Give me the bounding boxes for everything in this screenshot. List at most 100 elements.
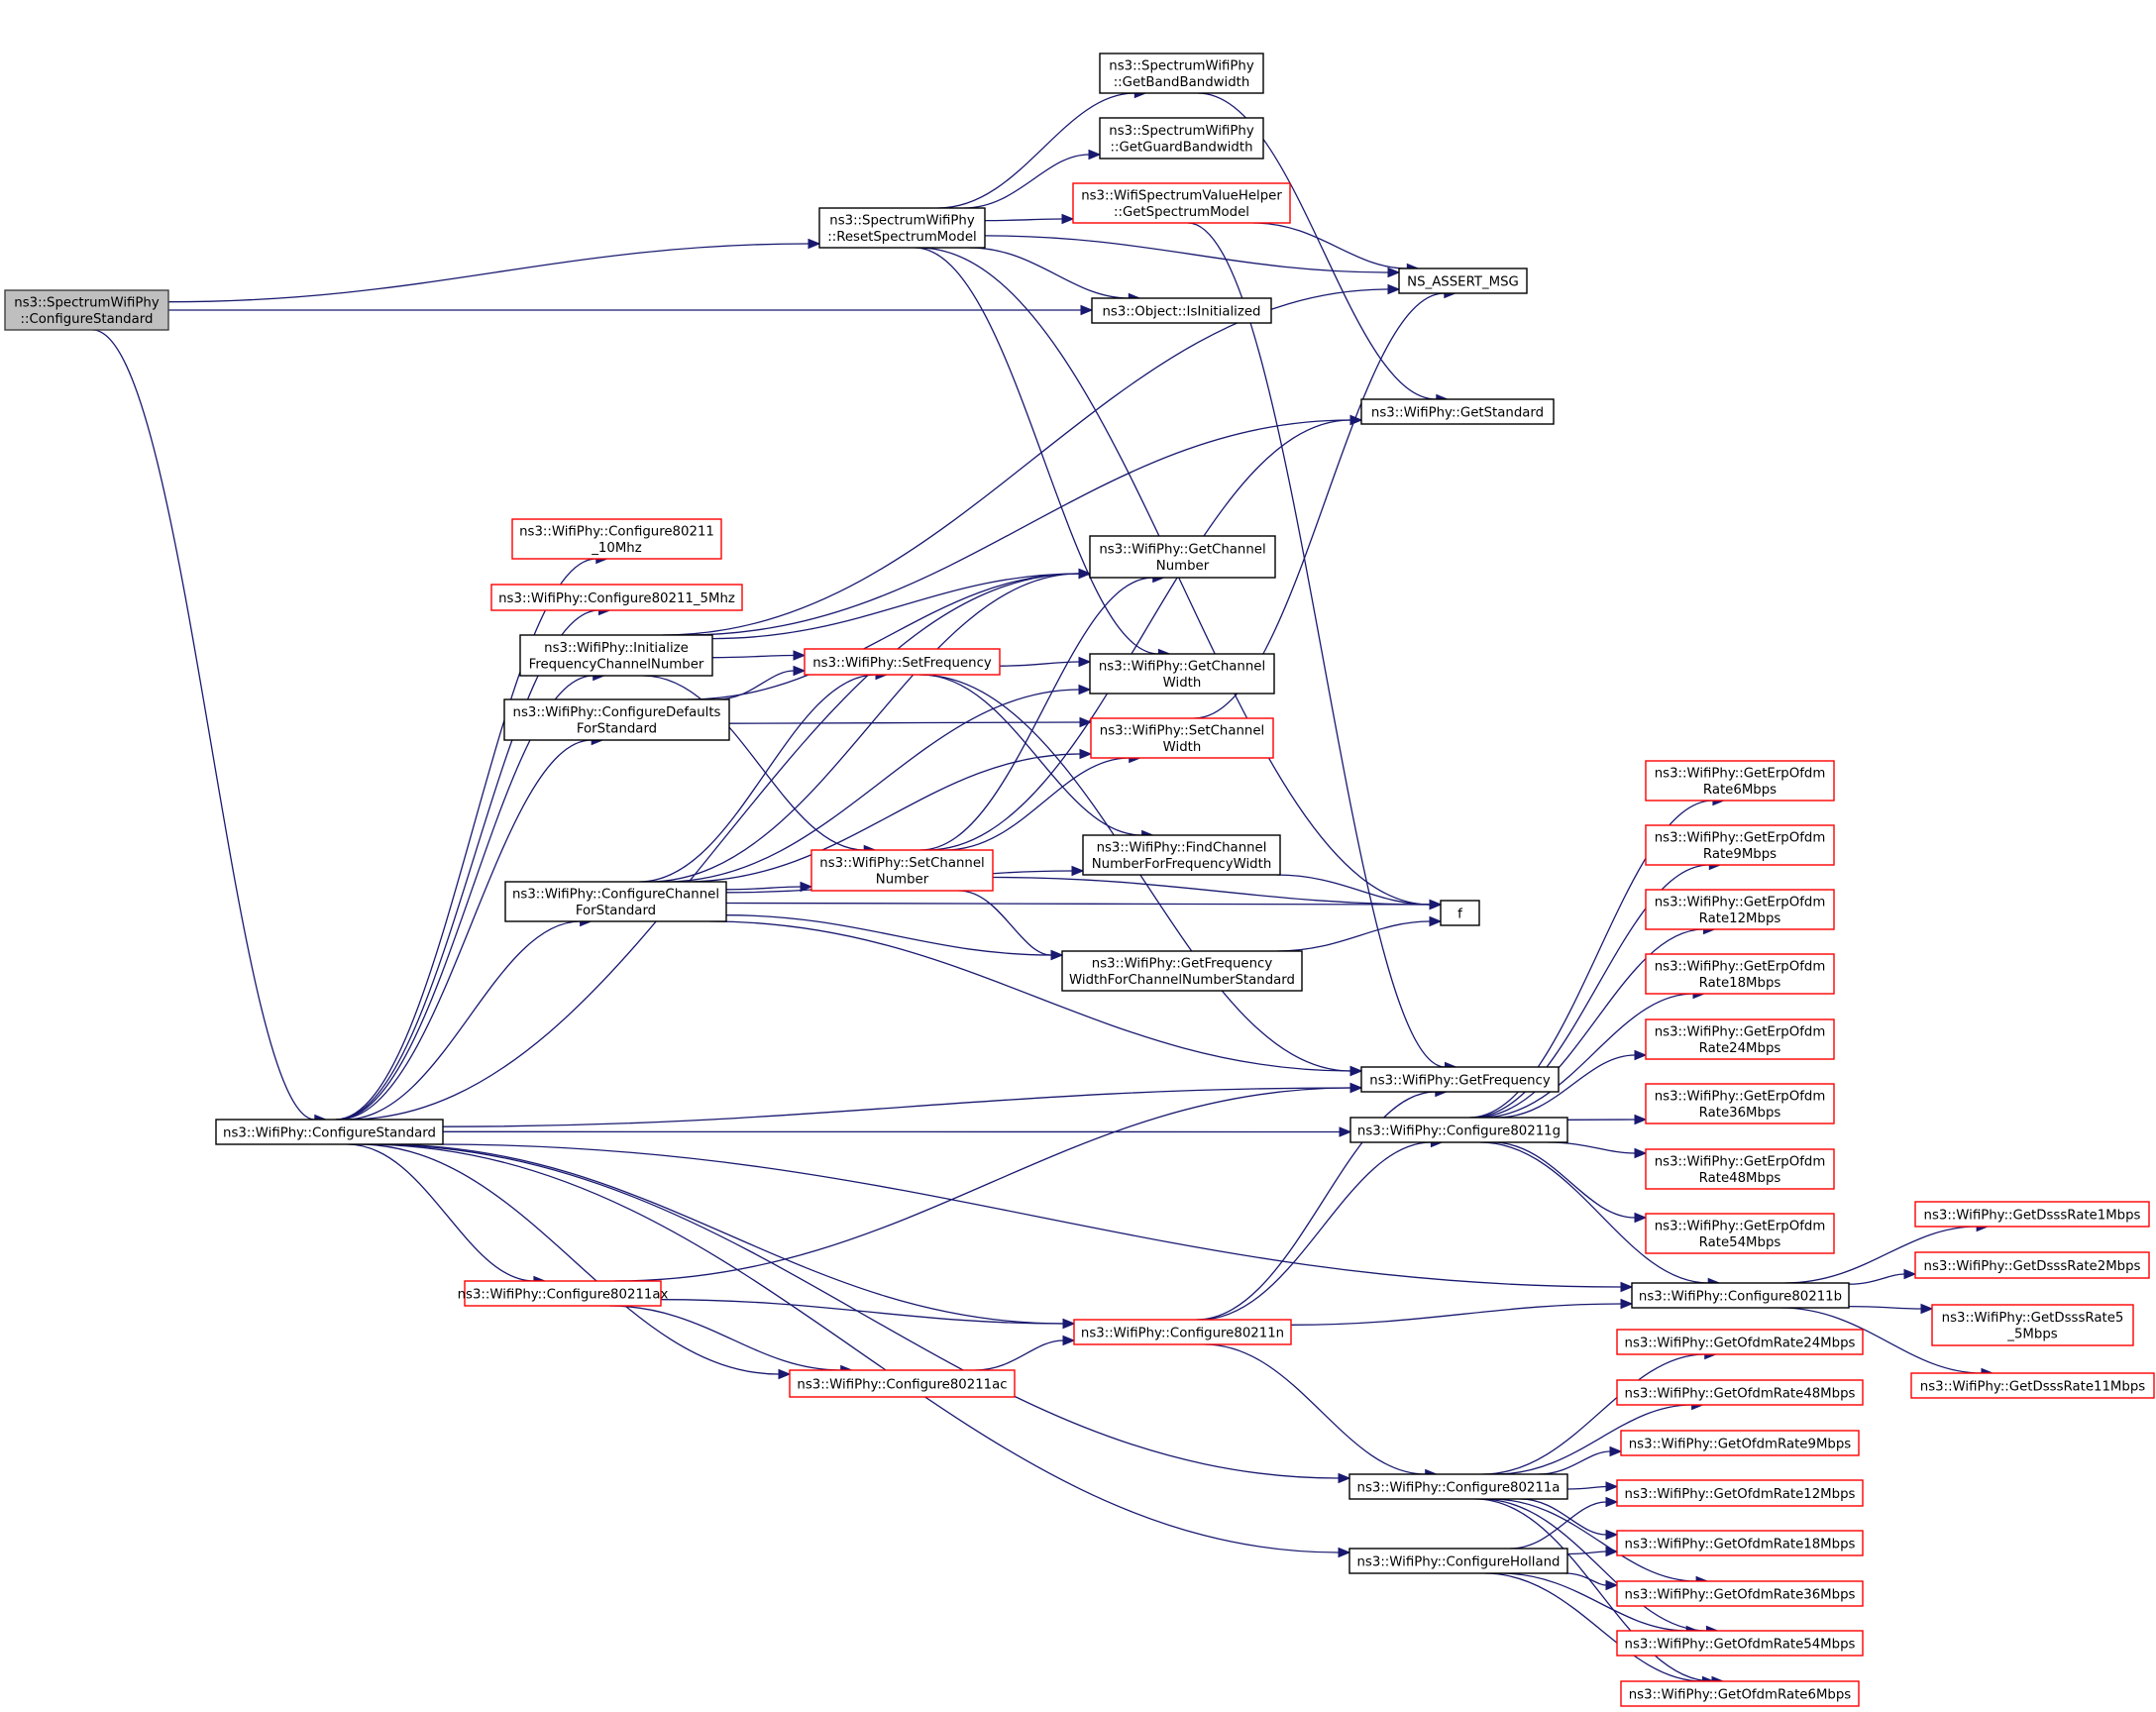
node-label: ::ResetSpectrumModel: [827, 230, 976, 245]
edge-c11b-to-dsss55: [1848, 1303, 1934, 1315]
edge-line: [919, 577, 1153, 851]
edge-line: [1480, 993, 1694, 1119]
edge-line: [926, 419, 1351, 851]
node-ns3-wifiphy-initializefrequencychannelnumber[interactable]: ns3::WifiPhy::InitializeFrequencyChannel…: [519, 634, 713, 677]
edge-line: [1490, 1498, 1697, 1582]
node-ns3-wifiphy-getofdmrate54mbps[interactable]: ns3::WifiPhy::GetOfdmRate54Mbps: [1616, 1630, 1864, 1657]
node-label: ns3::Object::IsInitialized: [1103, 304, 1261, 319]
node-ns3-wifiphy-getofdmrate9mbps[interactable]: ns3::WifiPhy::GetOfdmRate9Mbps: [1620, 1430, 1860, 1456]
edge-cfgdef-to-setchw: [728, 716, 1093, 728]
node-box: [1616, 1329, 1864, 1355]
node-ns3-wifiphy-configure80211-10mhz[interactable]: ns3::WifiPhy::Configure80211_10Mhz: [511, 518, 722, 560]
edge-line: [1564, 1572, 1607, 1586]
edge-line: [1197, 92, 1437, 400]
edge-line: [362, 1143, 1340, 1553]
node-ns3-spectrumwifiphy-getguardbandwidth[interactable]: ns3::SpectrumWifiPhy::GetGuardBandwidth: [1099, 117, 1264, 160]
node-ns3-wifiphy-configurestandard[interactable]: ns3::WifiPhy::ConfigureStandard: [215, 1119, 444, 1145]
node-box: [810, 849, 994, 892]
node-ns3-wifiphy-getfrequency[interactable]: ns3::WifiPhy::GetFrequency: [1360, 1066, 1560, 1093]
node-ns3-wifiphy-getdsssrate2mbps[interactable]: ns3::WifiPhy::GetDsssRate2Mbps: [1914, 1251, 2150, 1279]
arrowhead-icon: [1634, 1147, 1648, 1159]
node-ns3-wifiphy-getofdmrate48mbps[interactable]: ns3::WifiPhy::GetOfdmRate48Mbps: [1616, 1379, 1864, 1406]
node-box: [1061, 950, 1303, 992]
node-f[interactable]: f: [1440, 900, 1480, 926]
edge-line: [725, 902, 1431, 906]
edge-c11g-to-erp24: [1497, 1049, 1648, 1119]
node-box: [1616, 1530, 1864, 1556]
arrowhead-icon: [1903, 1268, 1917, 1280]
node-label: Rate54Mbps: [1699, 1235, 1781, 1250]
node-ns3-wifiphy-configure80211g[interactable]: ns3::WifiPhy::Configure80211g: [1349, 1117, 1568, 1143]
node-ns3-wifiphy-configure80211ac[interactable]: ns3::WifiPhy::Configure80211ac: [789, 1369, 1016, 1398]
node-ns3-wifiphy-getfrequencywidthforchannelnumberstandard[interactable]: ns3::WifiPhy::GetFrequencyWidthForChanne…: [1061, 950, 1303, 992]
node-ns3-wifiphy-getofdmrate24mbps[interactable]: ns3::WifiPhy::GetOfdmRate24Mbps: [1616, 1329, 1864, 1355]
node-label: NumberForFrequencyWidth: [1092, 857, 1272, 872]
edge-line: [963, 154, 1090, 209]
node-label: Rate6Mbps: [1703, 783, 1777, 798]
node-ns3-wifiphy-setfrequency[interactable]: ns3::WifiPhy::SetFrequency: [804, 648, 1001, 676]
edge-line: [1468, 800, 1713, 1119]
node-label: _10Mhz: [591, 541, 641, 556]
node-ns3-wifiphy-configure80211n[interactable]: ns3::WifiPhy::Configure80211n: [1073, 1319, 1292, 1345]
edge-specmodel-to-getfreq: [1187, 222, 1457, 1073]
node-ns3-wifiphy-getofdmrate12mbps[interactable]: ns3::WifiPhy::GetOfdmRate12Mbps: [1616, 1479, 1864, 1507]
node-box: [4, 289, 169, 331]
node-ns3-wifiphy-getofdmrate36mbps[interactable]: ns3::WifiPhy::GetOfdmRate36Mbps: [1616, 1580, 1864, 1607]
edge-line: [1509, 1501, 1607, 1550]
edge-line: [1779, 1307, 1983, 1374]
node-box: [1914, 1201, 2150, 1228]
node-label: ns3::WifiPhy::GetErpOfdm: [1655, 960, 1826, 975]
node-ns3-object-isinitialized[interactable]: ns3::Object::IsInitialized: [1091, 297, 1272, 324]
node-ns3-wifiphy-configure80211ax[interactable]: ns3::WifiPhy::Configure80211ax: [458, 1280, 669, 1307]
edge-line: [1848, 1273, 1905, 1285]
node-ns3-wifiphy-getofdmrate18mbps[interactable]: ns3::WifiPhy::GetOfdmRate18Mbps: [1616, 1530, 1864, 1556]
arrowhead-icon: [1338, 1547, 1351, 1558]
node-box: [1631, 1282, 1850, 1309]
node-box: [1645, 889, 1835, 930]
node-ns3-wifiphy-getstandard[interactable]: ns3::WifiPhy::GetStandard: [1360, 398, 1555, 425]
node-ns3-wifiphy-configuredefaultsforstandard[interactable]: ns3::WifiPhy::ConfigureDefaultsForStanda…: [503, 698, 730, 741]
node-ns3-wifiphy-configure80211a[interactable]: ns3::WifiPhy::Configure80211a: [1348, 1473, 1568, 1500]
node-ns3-wifiphy-getdsssrate1mbps[interactable]: ns3::WifiPhy::GetDsssRate1Mbps: [1914, 1201, 2150, 1228]
edge-initfreq-to-getstd: [686, 414, 1363, 636]
edge-line: [1482, 1353, 1705, 1475]
node-ns3-wifiphy-configurechannelforstandard[interactable]: ns3::WifiPhy::ConfigureChannelForStandar…: [504, 881, 727, 922]
edge-holland-to-ofdm18: [1566, 1546, 1619, 1557]
node-ns3-wifiphy-getdsssrate11mbps[interactable]: ns3::WifiPhy::GetDsssRate11Mbps: [1910, 1372, 2155, 1399]
node-ns-assert-msg[interactable]: NS_ASSERT_MSG: [1398, 268, 1528, 294]
arrowhead-icon: [1605, 1546, 1619, 1557]
node-ns3-wifiphy-configureholland[interactable]: ns3::WifiPhy::ConfigureHolland: [1348, 1548, 1568, 1574]
node-label: ns3::WifiPhy::Configure80211ac: [797, 1377, 1007, 1392]
node-ns3-spectrumwifiphy-getbandbandwidth[interactable]: ns3::SpectrumWifiPhy::GetBandBandwidth: [1099, 53, 1264, 94]
edge-line: [1474, 928, 1704, 1119]
node-ns3-wifiphy-configure80211-5mhz[interactable]: ns3::WifiPhy::Configure80211_5Mhz: [490, 584, 743, 611]
node-ns3-wifiphy-getdsssrate5-5mbps[interactable]: ns3::WifiPhy::GetDsssRate5_5Mbps: [1931, 1304, 2134, 1346]
node-ns3-spectrumwifiphy-resetspectrummodel[interactable]: ns3::SpectrumWifiPhy::ResetSpectrumModel: [818, 207, 986, 249]
node-box: [519, 634, 713, 677]
edge-reset-to-f: [917, 247, 1443, 910]
node-label: ns3::SpectrumWifiPhy: [829, 214, 975, 229]
node-ns3-wifispectrumvaluehelper-getspectrummodel[interactable]: ns3::WifiSpectrumValueHelper::GetSpectru…: [1072, 182, 1291, 224]
edge-line: [1470, 864, 1710, 1119]
edge-line: [1495, 1404, 1692, 1475]
arrowhead-icon: [1605, 1496, 1619, 1508]
edge-cfgch-to-getchw: [665, 684, 1092, 883]
arrowhead-icon: [793, 650, 807, 661]
edge-reset-to-isinit: [968, 247, 1141, 304]
node-ns3-wifiphy-getofdmrate6mbps[interactable]: ns3::WifiPhy::GetOfdmRate6Mbps: [1620, 1680, 1860, 1707]
node-ns3-wifiphy-findchannelnumberforfrequencywidth[interactable]: ns3::WifiPhy::FindChannelNumberForFreque…: [1082, 834, 1281, 876]
node-label: ns3::WifiPhy::Configure80211b: [1639, 1289, 1842, 1304]
node-ns3-wifiphy-configure80211b[interactable]: ns3::WifiPhy::Configure80211b: [1631, 1282, 1850, 1309]
